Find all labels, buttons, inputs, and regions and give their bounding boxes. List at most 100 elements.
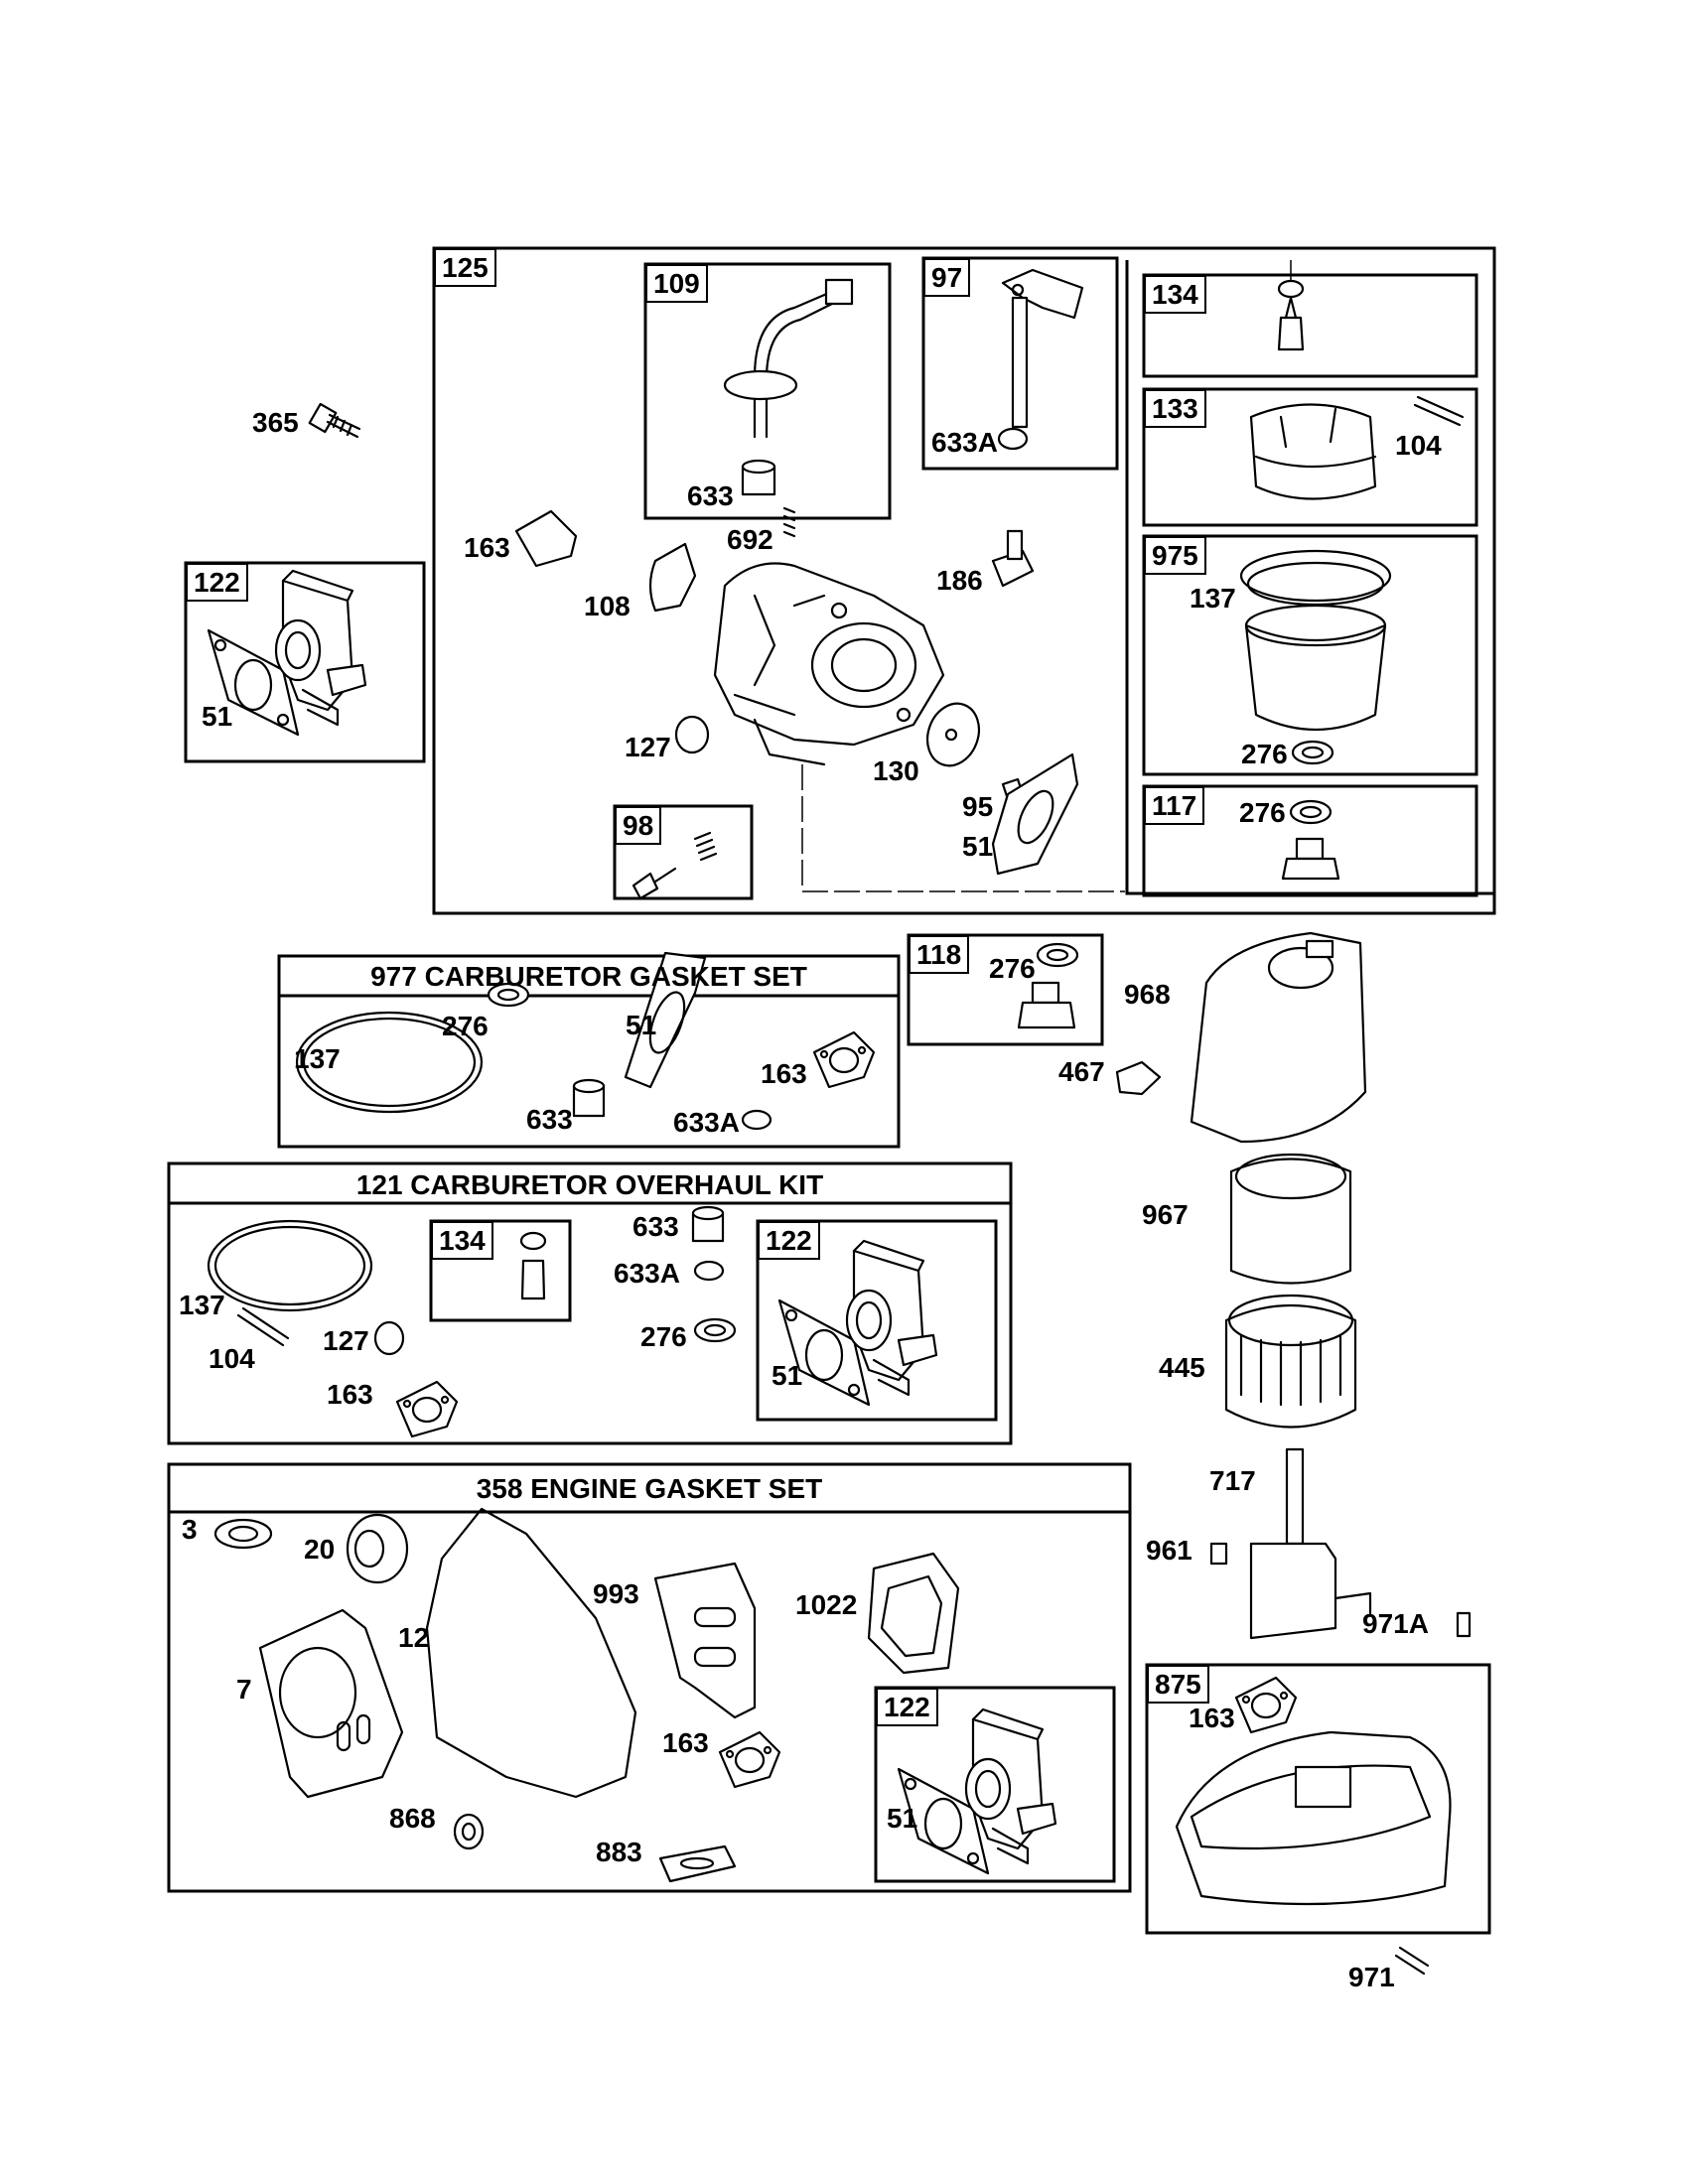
frame-134 <box>1142 273 1478 378</box>
label-633A-97: 633A <box>931 427 998 458</box>
bushing-633 <box>741 459 776 496</box>
gasket-163-875 <box>1234 1676 1298 1734</box>
tag-122-left: 122 <box>186 563 248 602</box>
gasket-883 <box>658 1844 737 1883</box>
label-186: 186 <box>936 565 983 596</box>
label-633-977: 633 <box>526 1104 573 1135</box>
tag-122-eng: 122 <box>876 1688 938 1726</box>
plug-127-kit <box>373 1320 405 1356</box>
frame-117 <box>1142 784 1478 897</box>
precleaner-967 <box>1229 1158 1352 1285</box>
bushing-633-kit <box>691 1205 725 1243</box>
label-12: 12 <box>398 1622 430 1653</box>
tag-975: 975 <box>1144 536 1206 575</box>
label-967: 967 <box>1142 1199 1189 1230</box>
gasket-163-eng <box>718 1730 781 1789</box>
frame-121 <box>167 1161 1013 1445</box>
label-127-kit: 127 <box>323 1325 369 1356</box>
tag-122-kit: 122 <box>758 1221 820 1260</box>
label-633: 633 <box>687 480 734 511</box>
label-971A: 971A <box>1362 1608 1429 1639</box>
label-467: 467 <box>1058 1056 1105 1087</box>
label-51-977: 51 <box>626 1010 657 1040</box>
label-51-left: 51 <box>202 701 233 732</box>
frame-875 <box>1145 1663 1491 1935</box>
label-137-977: 137 <box>294 1043 341 1074</box>
tag-134-kit: 134 <box>431 1221 493 1260</box>
kit-title-121: 121 CARBURETOR OVERHAUL KIT <box>355 1169 824 1200</box>
label-633-kit: 633 <box>632 1211 679 1242</box>
label-961: 961 <box>1146 1535 1193 1566</box>
tag-117: 117 <box>1144 786 1205 825</box>
label-692: 692 <box>727 524 773 555</box>
label-365: 365 <box>252 407 299 438</box>
gasket-51-977 <box>624 951 707 1089</box>
bushing-633-977 <box>572 1078 606 1118</box>
plate-108 <box>648 542 697 613</box>
seal-633A <box>997 427 1029 451</box>
screw-spring-98 <box>632 831 718 900</box>
label-633A-977: 633A <box>673 1107 740 1138</box>
frame-358 <box>167 1462 1132 1893</box>
label-971: 971 <box>1348 1962 1395 1992</box>
label-108: 108 <box>584 591 631 621</box>
ring-276-kit <box>693 1317 737 1343</box>
label-137-kit: 137 <box>179 1290 225 1320</box>
gasket-993 <box>653 1562 757 1719</box>
label-51-carb: 51 <box>962 831 994 862</box>
bowl-nut-117 <box>1281 837 1340 881</box>
pin-104 <box>1413 395 1465 427</box>
gasket-51-carb <box>991 752 1079 876</box>
tag-125: 125 <box>434 248 496 287</box>
label-104-kit: 104 <box>209 1343 255 1374</box>
kit-title-358: 358 ENGINE GASKET SET <box>476 1473 823 1504</box>
label-445: 445 <box>1159 1352 1205 1383</box>
frame-975 <box>1142 534 1478 776</box>
screw-961 <box>1209 1542 1228 1566</box>
gasket-12 <box>425 1507 637 1799</box>
label-717: 717 <box>1209 1465 1256 1496</box>
label-276-kit: 276 <box>640 1321 687 1352</box>
tag-134: 134 <box>1144 275 1206 314</box>
nut-868 <box>453 1813 485 1850</box>
frame-122-kit <box>756 1219 998 1422</box>
bolt-118 <box>1017 981 1076 1029</box>
frame-109 <box>643 262 892 520</box>
frame-122-eng <box>874 1686 1116 1883</box>
seal-3 <box>213 1518 273 1550</box>
gasket-1022 <box>867 1552 960 1675</box>
head-gasket-7 <box>258 1608 404 1799</box>
knob-467 <box>1115 1060 1162 1096</box>
frame-977 <box>277 954 901 1149</box>
label-163-kit: 163 <box>327 1379 373 1410</box>
label-276-977: 276 <box>442 1011 489 1041</box>
gasket-163-kit <box>395 1380 459 1438</box>
float-133 <box>1249 403 1377 500</box>
plate-130 <box>925 702 981 767</box>
label-95: 95 <box>962 791 994 822</box>
frame-right-group <box>1125 260 1494 895</box>
pin-104-kit <box>236 1306 290 1347</box>
tag-109: 109 <box>645 264 708 303</box>
label-968: 968 <box>1124 979 1171 1010</box>
gasket-163-carb <box>514 509 578 568</box>
label-127: 127 <box>625 732 671 762</box>
label-51-kit: 51 <box>772 1360 803 1391</box>
dashed-guide <box>801 764 1125 892</box>
frame-122-left <box>184 561 426 763</box>
label-276-117: 276 <box>1239 797 1286 828</box>
kit-title-977: 977 CARBURETOR GASKET SET <box>370 961 807 992</box>
air-cover-968 <box>1190 931 1367 1144</box>
label-3: 3 <box>182 1514 198 1545</box>
manifold-122-kit <box>777 1239 938 1407</box>
tag-118: 118 <box>909 935 970 974</box>
tag-97: 97 <box>923 258 971 297</box>
frame-134-kit <box>429 1219 572 1322</box>
gasket-163-977 <box>812 1030 876 1089</box>
label-137-975: 137 <box>1190 583 1236 614</box>
seal-633A-kit <box>693 1260 725 1282</box>
frame-97 <box>921 256 1119 471</box>
label-163-eng: 163 <box>662 1727 709 1758</box>
screw-365-shape <box>308 402 361 439</box>
